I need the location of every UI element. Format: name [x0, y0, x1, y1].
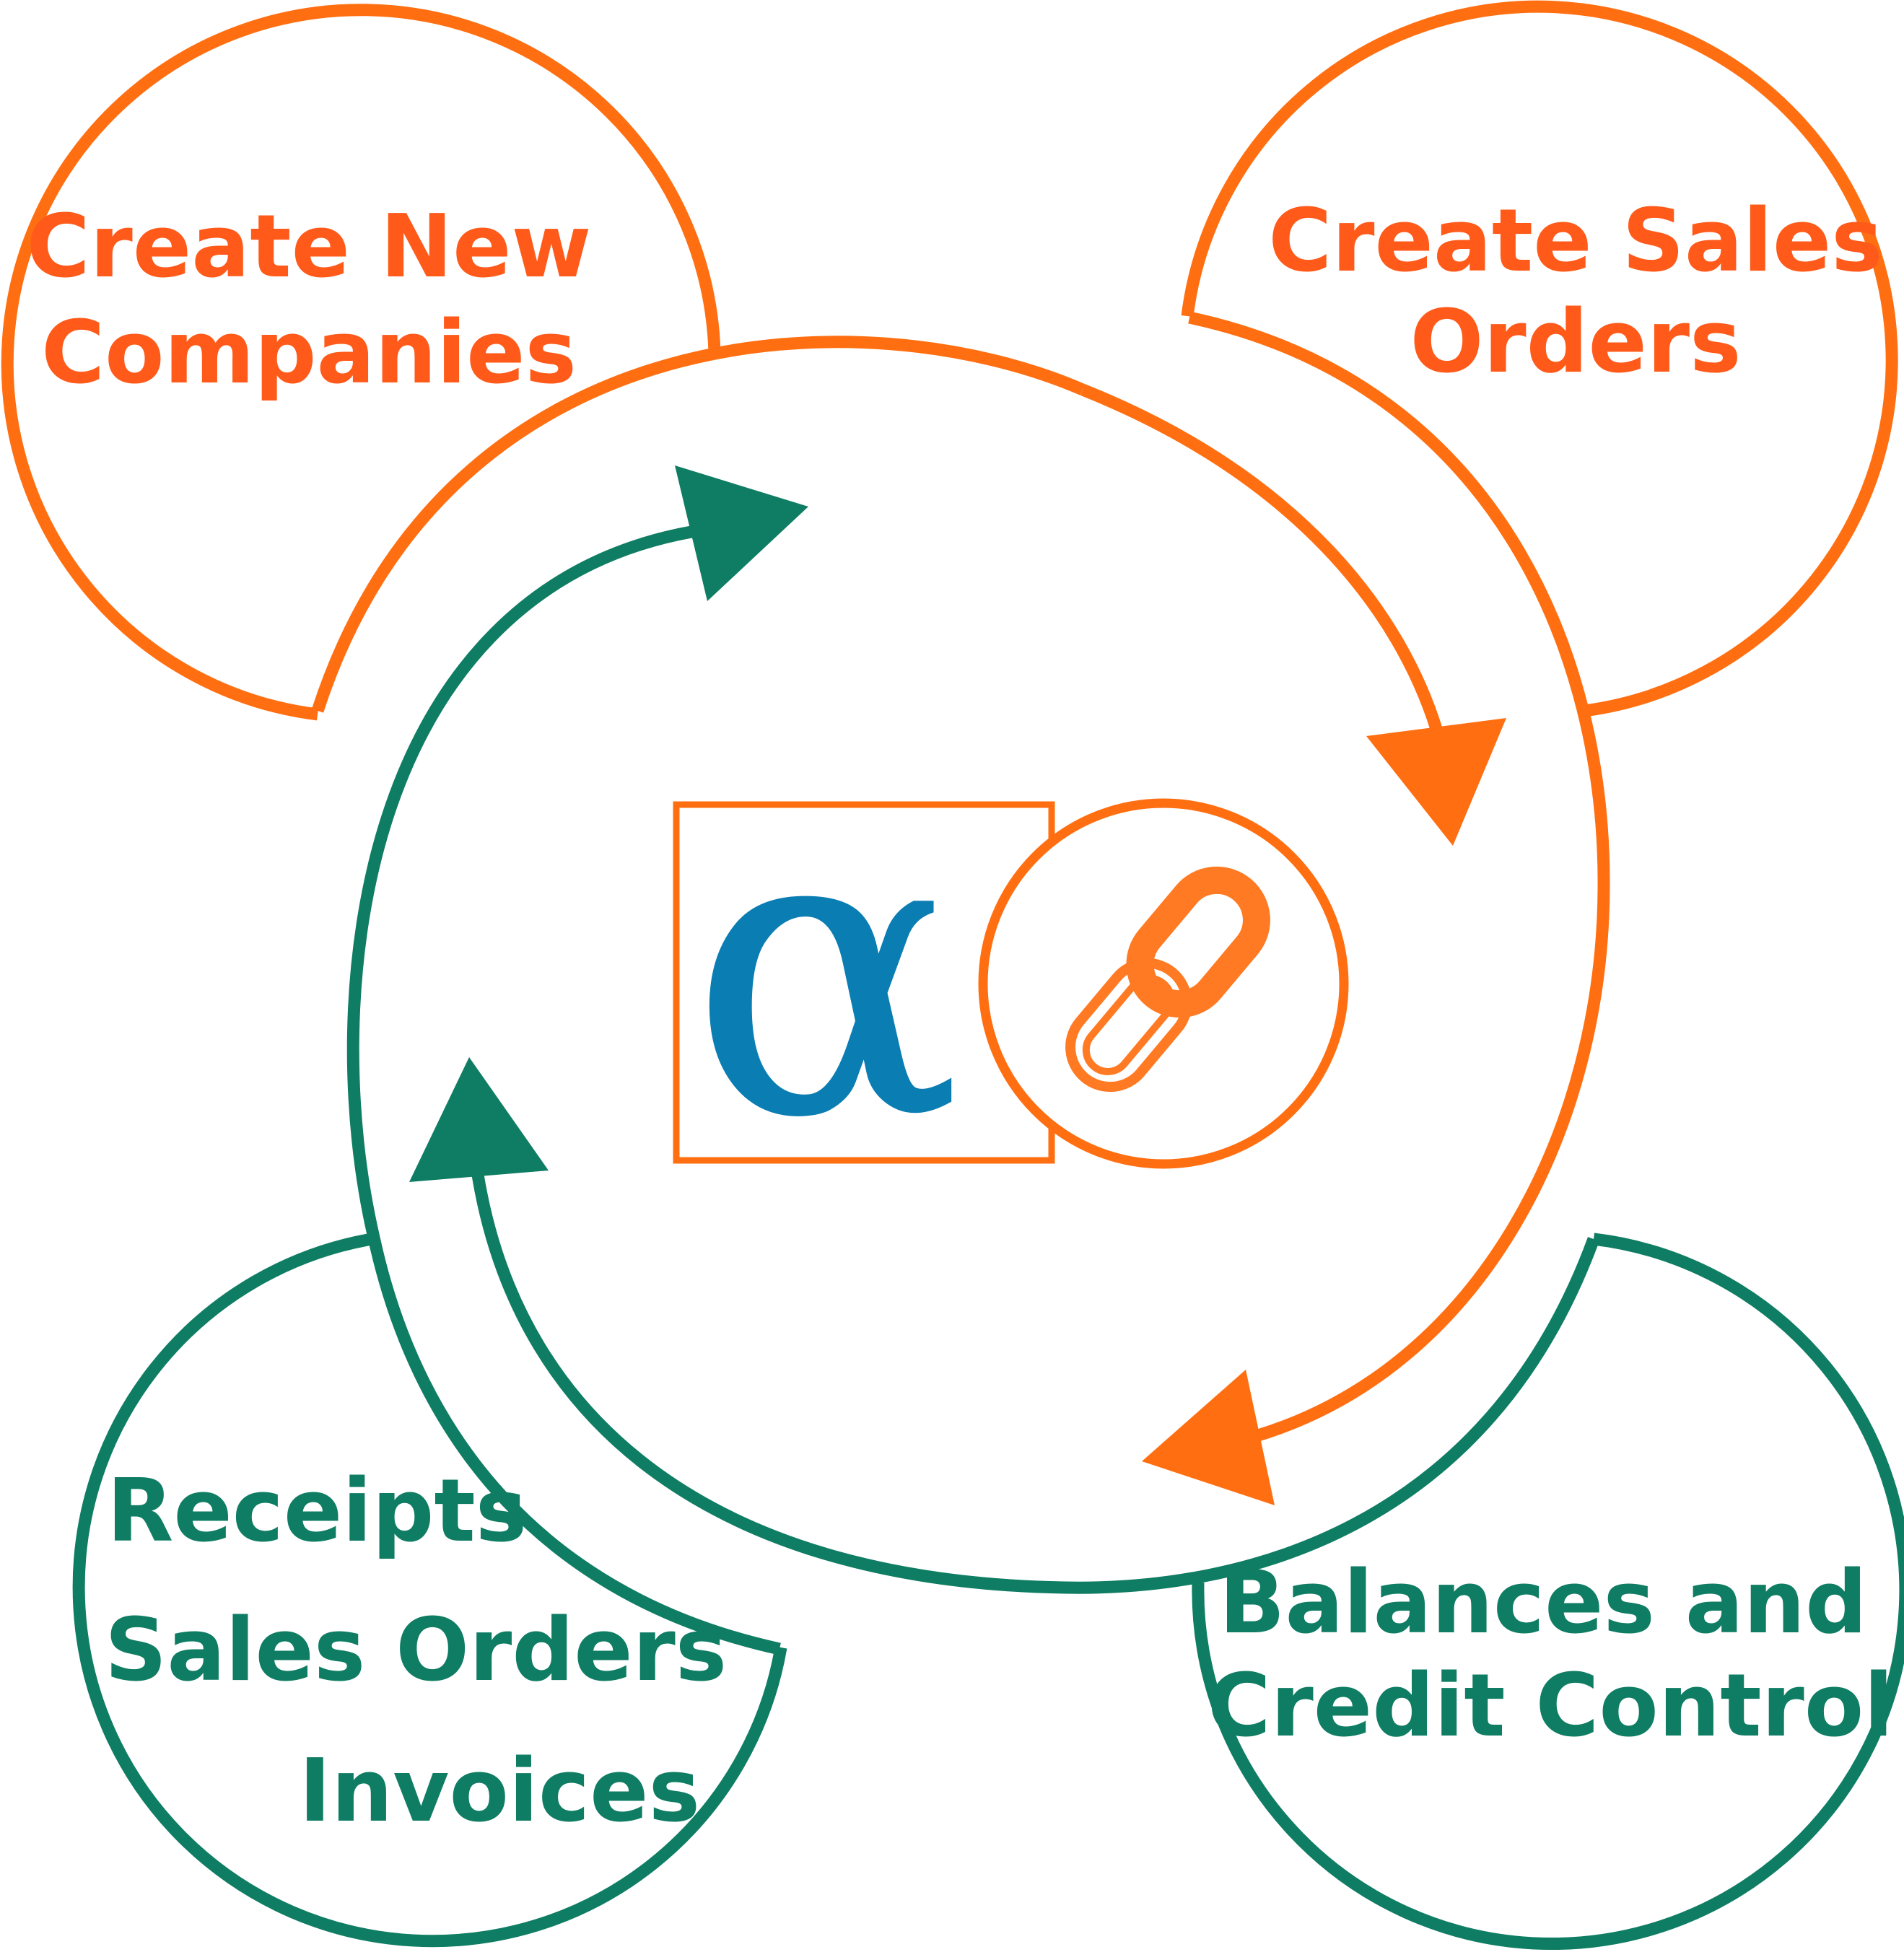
label-line: Balances and — [1219, 1553, 1867, 1653]
label-receipts-orders-invoices: Receipts Sales Orders Invoices — [105, 1461, 727, 1842]
node-circle-create-sales-orders — [1181, 0, 1898, 717]
label-line: Sales Orders — [105, 1601, 727, 1701]
label-line: Orders — [1410, 292, 1741, 393]
label-line: Create Sales — [1268, 191, 1882, 292]
label-create-companies: Create New Companies — [27, 197, 592, 403]
cycle-arc-right — [1188, 311, 1610, 1443]
cycle-arc-bottom — [471, 1173, 1599, 1594]
arrowhead-up-teal — [409, 1057, 549, 1182]
node-circle-create-companies — [1, 4, 721, 721]
label-line: Create New — [27, 197, 592, 297]
cycle-arc-left — [346, 525, 781, 1655]
arrowhead-left-orange — [1142, 1370, 1275, 1505]
node-circle-receipts-orders-invoices — [72, 1233, 787, 1948]
chain-link-icon — [1065, 866, 1270, 1093]
arrowhead-right-teal — [675, 465, 808, 601]
cycle-arc-top-left — [311, 336, 1086, 713]
cycle-arc-top-right — [1080, 384, 1443, 731]
alpha-glyph: α — [689, 737, 962, 1207]
logo: α — [673, 737, 1349, 1207]
label-line: Companies — [41, 303, 577, 403]
arrowhead-down-orange — [1366, 718, 1506, 846]
node-circle-balances-credit — [1192, 1233, 1904, 1950]
label-line: Invoices — [299, 1741, 700, 1842]
label-balances-credit: Balances and Credit Control — [1208, 1553, 1894, 1756]
label-line: Receipts — [107, 1461, 527, 1562]
label-create-sales-orders: Create Sales Orders — [1268, 191, 1882, 393]
label-line: Credit Control — [1208, 1656, 1894, 1756]
